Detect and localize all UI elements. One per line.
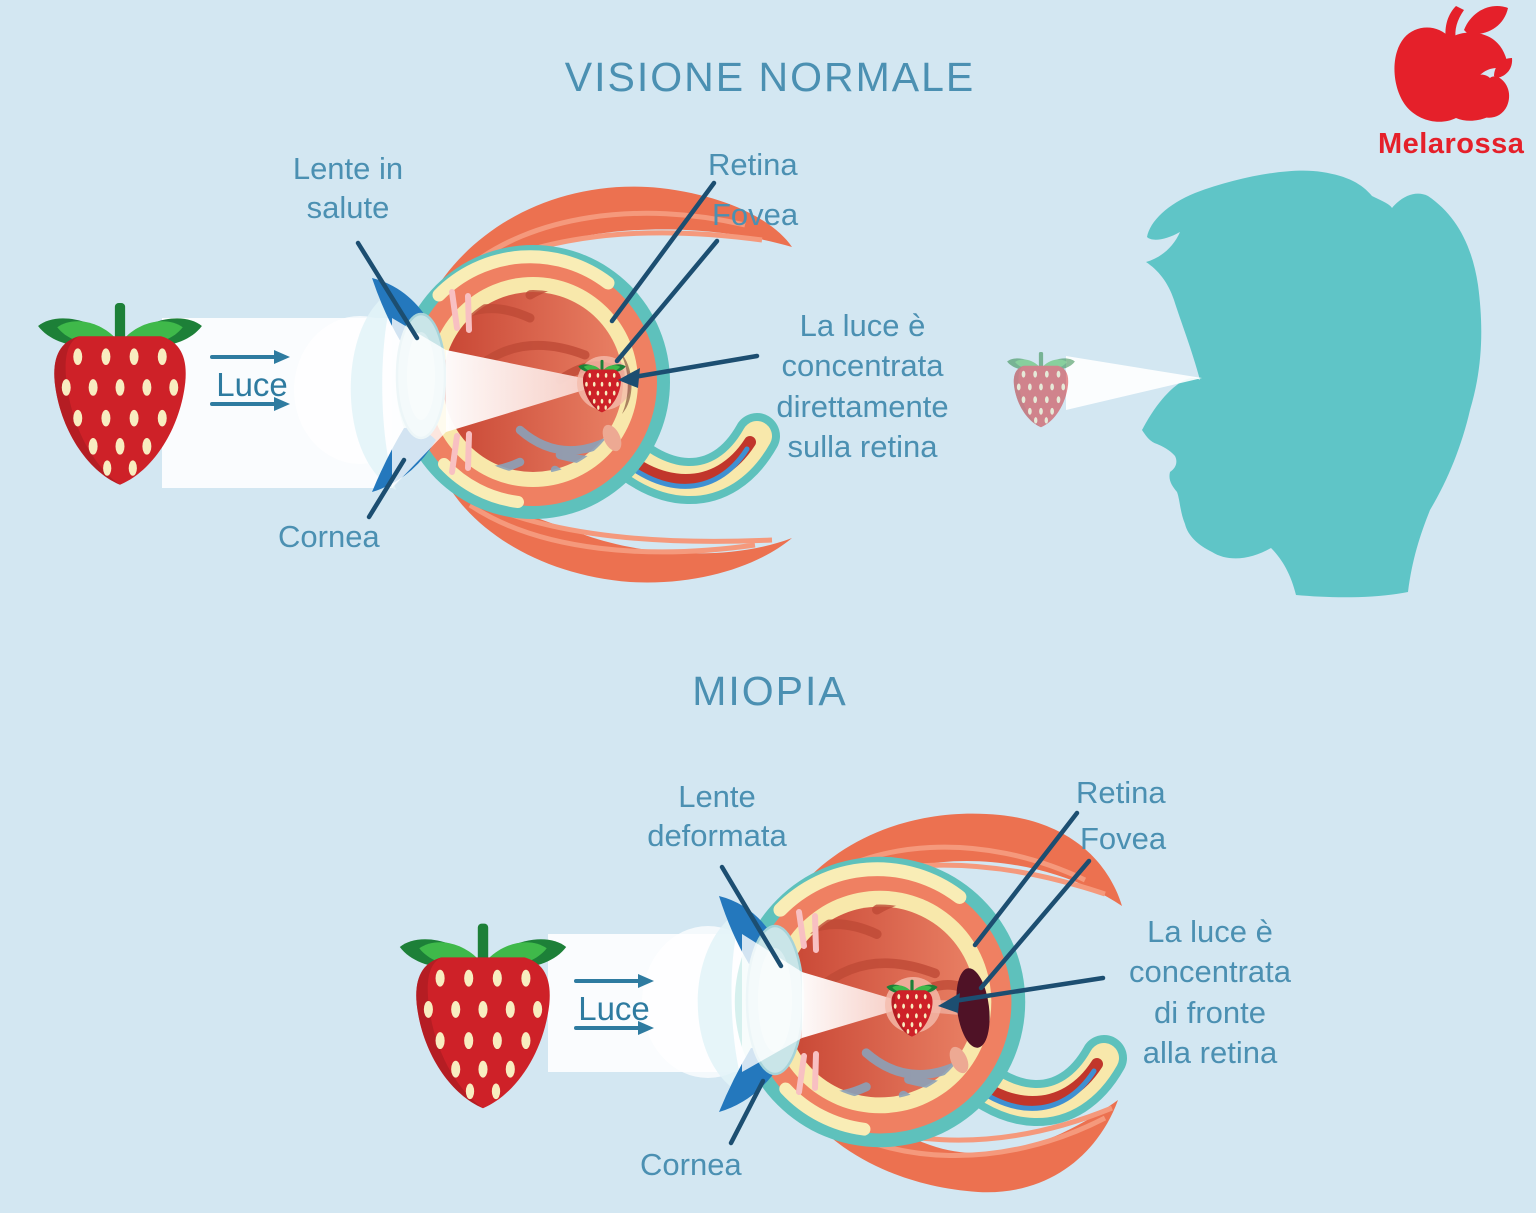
light-cone [802,972,913,1038]
melarossa-apple-icon [1394,6,1521,122]
line-lens-normal [355,240,420,341]
label-cornea-myopia: Cornea [640,1147,742,1182]
cornea-dome [350,290,396,490]
eye-normal [294,186,792,583]
line-retina-myopia [972,810,1080,948]
light-refracted [742,934,802,1072]
caption-myopia: La luce è concentrata di fronte alla ret… [1129,914,1291,1070]
strawberry-perceived [1007,351,1075,428]
line-lens-myopia [719,864,784,969]
label-lens-normal: Lente in salute [292,151,404,225]
label-cornea-normal: Cornea [278,519,380,554]
label-light-normal: Luce [216,366,288,403]
arrowhead-caption-myopia [938,993,960,1013]
line-retina-normal [609,180,717,324]
strawberry-object-myopia [399,923,567,1109]
line-fovea-normal [614,238,720,364]
light-refracted [392,318,446,488]
caption-normal: La luce è concentrata direttamente sulla… [776,308,949,464]
logo-wordmark: Melarossa [1378,128,1525,160]
eye-myopia [642,813,1127,1193]
line-fovea-myopia [978,858,1092,991]
sight-beam [1066,356,1202,410]
section-title-normal: VISIONE NORMALE [564,54,976,100]
light-cone [446,350,607,432]
label-retina-normal: Retina [708,147,798,182]
line-caption-myopia [951,975,1106,1004]
label-retina-myopia: Retina [1076,775,1166,810]
head-silhouette [1142,170,1482,598]
luce-arrows-myopia [574,974,654,1035]
label-fovea-myopia: Fovea [1080,821,1167,856]
section-title-myopia: MIOPIA [692,668,848,714]
line-cornea-myopia [728,1078,766,1146]
arrowhead-caption-normal [618,368,640,388]
pointer-lines [355,180,1106,1146]
label-lens-myopia: Lente deformata [647,779,787,853]
line-cornea-normal [366,457,407,520]
cornea-dome [697,908,746,1096]
zonule-fibers [796,909,819,1095]
label-fovea-normal: Fovea [712,197,799,232]
line-caption-normal [631,353,760,380]
luce-arrows-normal [210,350,290,411]
label-light-myopia: Luce [578,990,650,1027]
zonule-fibers [449,289,472,475]
viewer-head [1007,170,1482,598]
